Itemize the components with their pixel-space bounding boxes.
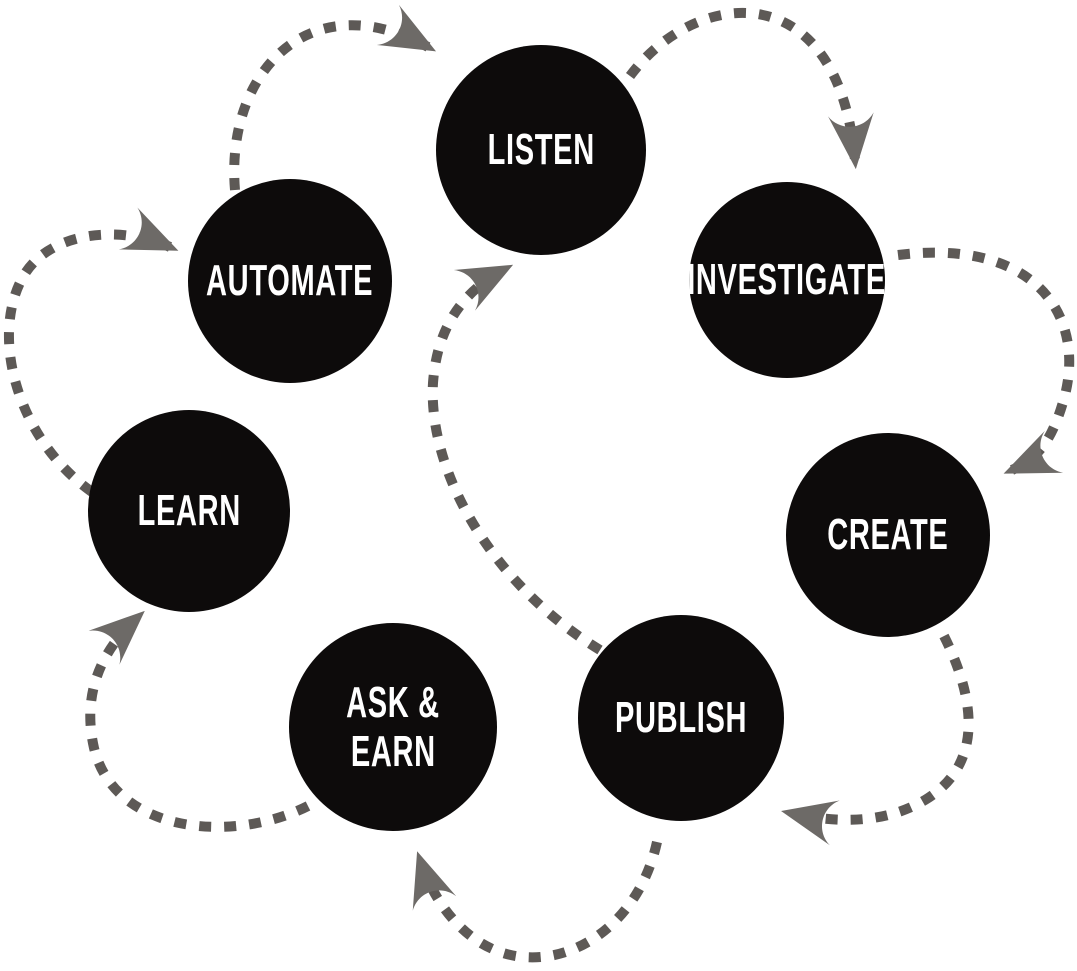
edge-ask-earn-to-learn <box>85 610 311 832</box>
node-create: CREATE <box>786 433 990 637</box>
node-create-label: CREATE <box>827 510 949 560</box>
edge-publish-to-listen <box>427 264 603 655</box>
node-learn: LEARN <box>88 410 290 612</box>
node-ask-earn: ASK & EARN <box>289 623 497 831</box>
node-ask-earn-label-line2: EARN <box>350 727 436 776</box>
node-learn-label: LEARN <box>137 486 241 536</box>
node-publish-label: PUBLISH <box>614 693 748 743</box>
node-listen: LISTEN <box>436 45 646 255</box>
node-investigate-label: INVESTIGATE <box>687 255 887 305</box>
node-automate: AUTOMATE <box>188 179 392 383</box>
node-listen-label: LISTEN <box>487 125 595 175</box>
edge-automate-to-listen <box>229 4 437 191</box>
node-investigate: INVESTIGATE <box>687 182 887 378</box>
edge-learn-to-automate <box>3 207 179 497</box>
edge-create-to-publish <box>781 633 974 846</box>
node-ask-earn-label-line1: ASK & <box>346 677 440 727</box>
edge-publish-to-ask-earn <box>412 840 662 963</box>
node-automate-label: AUTOMATE <box>206 256 374 306</box>
node-publish: PUBLISH <box>578 615 784 821</box>
edge-listen-to-investigate <box>625 8 874 170</box>
edge-investigate-to-create <box>897 247 1075 475</box>
